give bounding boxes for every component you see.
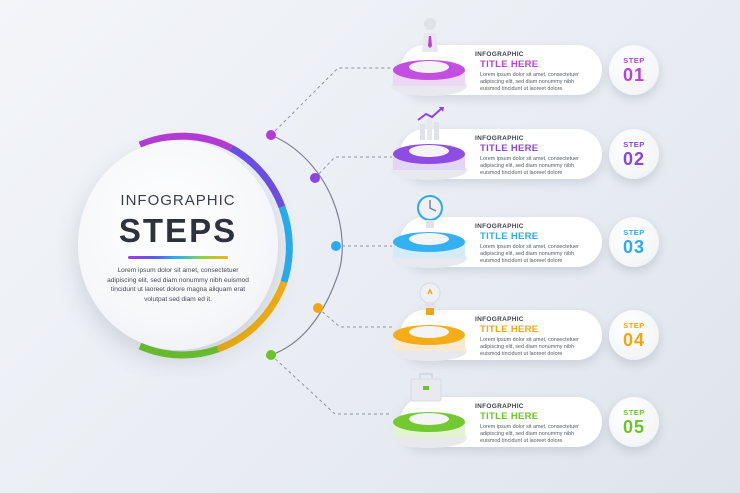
step-description: Lorem ipsum dolor sit amet, consectetuer… <box>480 244 579 264</box>
step-title: TITLE HERE <box>480 411 539 422</box>
hub-circle: INFOGRAPHIC STEPS Lorem ipsum dolor sit … <box>78 140 278 350</box>
step-badge-number: 03 <box>622 237 646 257</box>
clock-icon <box>417 195 443 228</box>
step-badge-number: 02 <box>622 149 646 169</box>
step-badge-label: STEP <box>623 321 645 330</box>
step-badge-number: 01 <box>622 65 646 85</box>
connector-dot-04 <box>313 303 323 313</box>
briefcase-icon <box>410 373 442 402</box>
connector-dot-02 <box>310 173 320 183</box>
ring-segment-orange <box>216 280 288 353</box>
ring-segment-purple <box>138 132 233 152</box>
step-description: Lorem ipsum dolor sit amet, consectetuer… <box>480 424 579 444</box>
hub-description: Lorem ipsum dolor sit amet, consectetuer… <box>107 267 249 303</box>
growth-chart-icon <box>417 107 444 140</box>
step-card-04: INFOGRAPHIC TITLE HERE Lorem ipsum dolor… <box>400 310 602 360</box>
step-badge-05: STEP 05 <box>609 397 659 447</box>
step-badge-number: 05 <box>622 417 646 437</box>
step-badge-01: STEP 01 <box>609 45 659 95</box>
step-badge-02: STEP 02 <box>609 129 659 179</box>
chess-pawn-icon <box>422 18 438 52</box>
step-badge-label: STEP <box>623 408 645 417</box>
step-description: Lorem ipsum dolor sit amet, consectetuer… <box>480 337 579 357</box>
step-label: INFOGRAPHIC <box>475 316 524 323</box>
connector-dot-03 <box>331 241 341 251</box>
step-badge-03: STEP 03 <box>609 217 659 267</box>
hub-title-small: INFOGRAPHIC <box>120 192 236 209</box>
pedestal-03 <box>391 232 467 268</box>
pedestal-01 <box>391 60 467 96</box>
ring-segment-blue <box>278 205 293 284</box>
step-description: Lorem ipsum dolor sit amet, consectetuer… <box>480 156 579 176</box>
step-title: TITLE HERE <box>480 231 539 242</box>
hub-title-large: STEPS <box>118 212 238 249</box>
step-label: INFOGRAPHIC <box>475 403 524 410</box>
step-title: TITLE HERE <box>480 143 539 154</box>
connector-dot-01 <box>266 130 276 140</box>
step-label: INFOGRAPHIC <box>475 135 524 142</box>
lightbulb-icon <box>419 282 441 315</box>
pedestal-05 <box>391 412 467 448</box>
step-badge-label: STEP <box>623 228 645 237</box>
step-title: TITLE HERE <box>480 324 539 335</box>
step-label: INFOGRAPHIC <box>475 51 524 58</box>
leader-step-01 <box>270 67 392 136</box>
hub-gradient-bar <box>128 256 228 259</box>
leader-step-04 <box>317 307 392 328</box>
step-label: INFOGRAPHIC <box>475 223 524 230</box>
step-title: TITLE HERE <box>480 59 539 70</box>
step-badge-label: STEP <box>623 56 645 65</box>
ring-segment-violet <box>229 144 286 209</box>
leader-step-02 <box>314 156 392 179</box>
leader-step-05 <box>270 354 392 415</box>
connector-arc <box>270 134 343 356</box>
connector-dot-05 <box>266 350 276 360</box>
step-badge-label: STEP <box>623 140 645 149</box>
pedestal-04 <box>391 325 467 361</box>
step-description: Lorem ipsum dolor sit amet, consectetuer… <box>480 72 579 92</box>
step-badge-04: STEP 04 <box>609 310 659 360</box>
pedestal-02 <box>391 144 467 180</box>
step-badge-number: 04 <box>622 330 646 350</box>
ring-segment-green <box>138 342 220 359</box>
